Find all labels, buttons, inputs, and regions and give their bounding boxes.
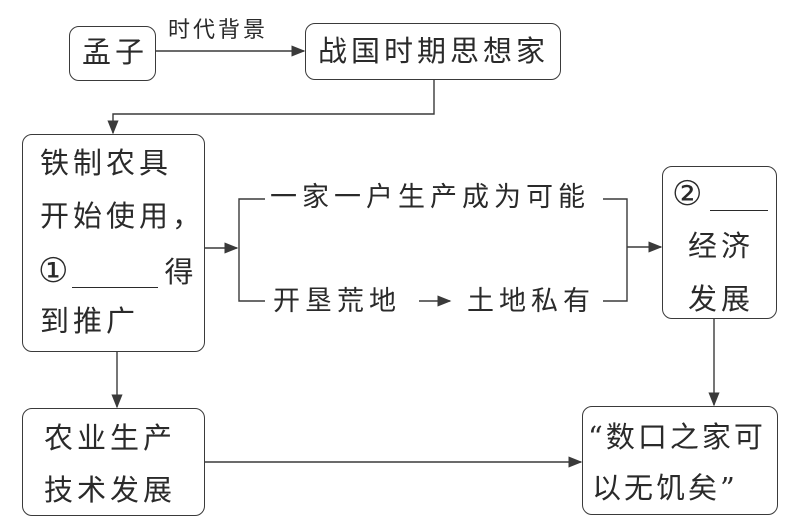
node-thinker-label: 战国时期思想家 <box>318 34 550 68</box>
node-iron-tools <box>22 134 205 352</box>
blank-marker-1: ① <box>38 251 73 291</box>
fill-blank-2[interactable] <box>710 180 769 211</box>
agri-tech-line1: 农业生产 <box>44 421 177 455</box>
iron-tools-line1: 铁制农具 <box>40 146 173 180</box>
economy-line3: 发展 <box>688 282 755 316</box>
node-mencius <box>69 26 156 81</box>
quote-line2: 以无饥矣” <box>592 471 738 505</box>
agri-tech-line2: 技术发展 <box>44 473 177 507</box>
iron-tools-line2: 开始使用， <box>40 199 206 233</box>
node-agri-tech <box>22 408 205 516</box>
edge-label-background: 时代背景 <box>168 18 269 43</box>
iron-tools-line4: 到推广 <box>40 304 140 338</box>
blank-marker-2: ② <box>672 174 707 214</box>
quote-line1: “数口之家可 <box>588 420 766 454</box>
node-quote <box>582 406 778 515</box>
branch-left-bracket <box>238 198 265 302</box>
node-thinker <box>305 23 561 80</box>
fill-blank-1[interactable] <box>72 257 159 288</box>
arrow-thinker-to-iron-tools <box>107 80 435 135</box>
iron-tools-line3-suffix: 得 <box>164 255 198 289</box>
edge-label-reclaim: 开垦荒地 <box>273 286 401 317</box>
node-economy <box>662 166 777 319</box>
node-mencius-label: 孟子 <box>82 35 149 69</box>
economy-line2: 经济 <box>688 229 755 263</box>
edge-label-household: 一家一户生产成为可能 <box>270 182 590 213</box>
edge-label-private-land: 土地私有 <box>467 286 595 317</box>
branch-right-bracket <box>603 198 628 302</box>
economy-line1: ② <box>672 174 769 214</box>
